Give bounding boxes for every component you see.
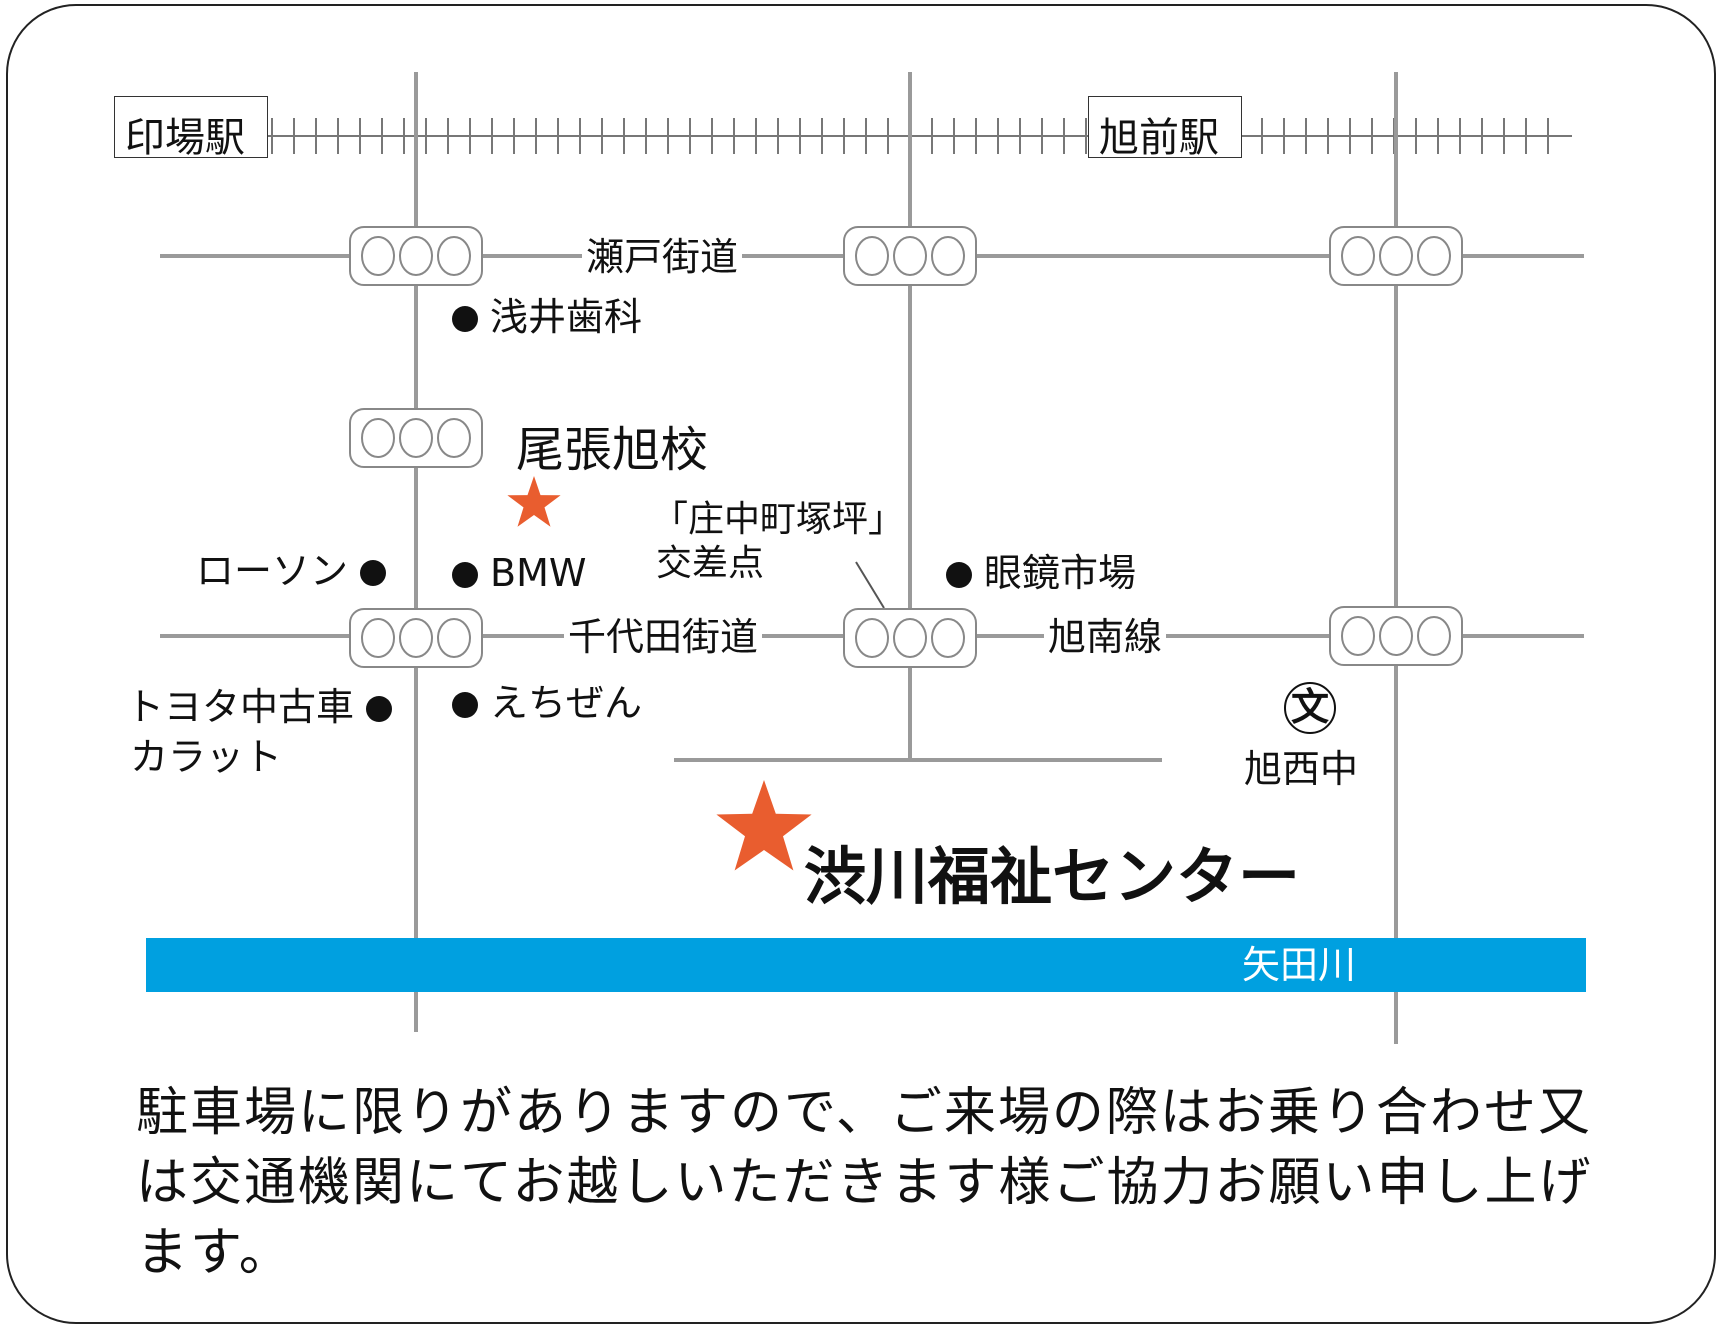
traffic-light-icon bbox=[1329, 226, 1463, 286]
landmark-asai-dental: 浅井歯科 bbox=[452, 298, 642, 336]
road-label-asahi-minami: 旭南線 bbox=[1044, 618, 1167, 656]
station-inba: 印場駅 bbox=[114, 96, 268, 161]
landmark-toyota-carat: カラット bbox=[130, 735, 283, 779]
intersection-pointer bbox=[855, 561, 885, 609]
traffic-lights bbox=[349, 226, 1463, 668]
intersection-suffix: 交差点 bbox=[656, 543, 765, 584]
road-label-chiyoda: 千代田街道 bbox=[564, 618, 763, 656]
map-frame bbox=[6, 4, 1716, 1324]
star-icon bbox=[716, 780, 812, 871]
school-icon: 文 bbox=[1284, 682, 1336, 734]
traffic-light-icon bbox=[843, 226, 977, 286]
traffic-light-icon bbox=[1329, 606, 1463, 666]
traffic-light-icon bbox=[843, 608, 977, 668]
landmark-lawson: ローソン bbox=[196, 552, 386, 590]
landmark-echizen: えちぜん bbox=[452, 684, 642, 722]
river-label: 矢田川 bbox=[1242, 943, 1357, 987]
landmark-toyota: トヨタ中古車 bbox=[126, 688, 392, 726]
station-asahimae: 旭前駅 bbox=[1088, 96, 1242, 161]
river-yada bbox=[146, 938, 1586, 992]
traffic-light-icon bbox=[349, 226, 483, 286]
traffic-light-icon bbox=[349, 408, 483, 468]
destination-label: 渋川福祉センター bbox=[804, 840, 1301, 913]
landmark-owari-asahi: 尾張旭校 bbox=[516, 422, 709, 478]
road-label-seto: 瀬戸街道 bbox=[582, 238, 743, 276]
railway-line bbox=[265, 118, 1572, 154]
landmark-asahi-nishi-jhs: 旭西中 bbox=[1244, 747, 1359, 791]
star-icon bbox=[507, 476, 561, 527]
traffic-light-icon bbox=[349, 608, 483, 668]
parking-note: 駐車場に限りがありますので、ご来場の際はお乗り合わせ又は交通機関にてお越しいただ… bbox=[136, 1083, 1593, 1283]
intersection-name: 「庄中町塚坪」 bbox=[652, 499, 905, 540]
landmark-bmw: BMW bbox=[452, 554, 586, 592]
landmark-megane-ichiba: 眼鏡市場 bbox=[946, 554, 1136, 592]
